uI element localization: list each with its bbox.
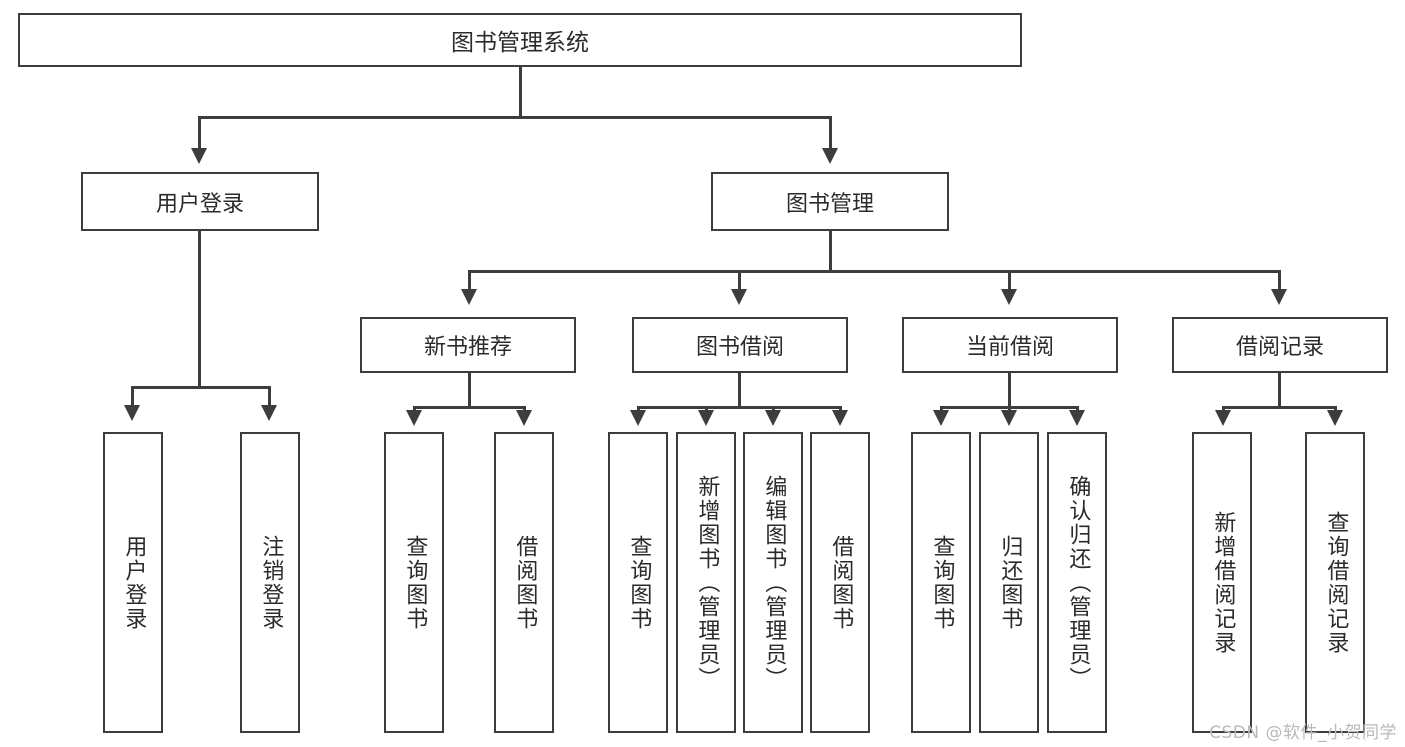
leaf-current-borrow-confirm[interactable]: 确认归还（管理员） xyxy=(1047,432,1107,733)
arrowhead-icon xyxy=(765,410,781,426)
arrowhead-icon xyxy=(516,410,532,426)
arrowhead-icon xyxy=(461,289,477,305)
edge-root-stem xyxy=(519,67,522,118)
edge-root-to-user-login xyxy=(198,116,201,151)
node-label: 归还图书 xyxy=(997,534,1023,631)
leaf-new-book-query[interactable]: 查询图书 xyxy=(384,432,444,733)
node-label: 编辑图书（管理员） xyxy=(761,474,787,691)
edge-book-borrow-bus xyxy=(637,406,841,409)
arrowhead-icon xyxy=(933,410,949,426)
leaf-current-borrow-return[interactable]: 归还图书 xyxy=(979,432,1039,733)
edge-new-book-stem xyxy=(468,373,471,408)
leaf-user-login-logout[interactable]: 注销登录 xyxy=(240,432,300,733)
leaf-borrow-record-query[interactable]: 查询借阅记录 xyxy=(1305,432,1365,733)
edge-root-to-book-manage xyxy=(829,116,832,151)
arrowhead-icon xyxy=(261,405,277,421)
node-label: 图书借阅 xyxy=(695,335,784,360)
leaf-user-login-login[interactable]: 用户登录 xyxy=(103,432,163,733)
edge-user-login-stem xyxy=(198,231,201,388)
arrowhead-icon xyxy=(191,148,207,164)
edge-new-book-bus xyxy=(413,406,525,409)
edge-book-borrow-stem xyxy=(738,373,741,408)
node-label: 新增借阅记录 xyxy=(1210,510,1236,655)
edge-book-manage-drop-3 xyxy=(1008,270,1011,292)
edge-book-manage-bus xyxy=(468,270,1280,273)
arrowhead-icon xyxy=(124,405,140,421)
arrowhead-icon xyxy=(1001,410,1017,426)
node-label: 查询图书 xyxy=(626,534,652,631)
edge-borrow-record-bus xyxy=(1222,406,1336,409)
edge-current-borrow-stem xyxy=(1008,373,1011,408)
node-label: 查询图书 xyxy=(929,534,955,631)
arrowhead-icon xyxy=(1069,410,1085,426)
watermark-text: CSDN @软件_小贺同学 xyxy=(1209,723,1397,743)
node-label: 用户登录 xyxy=(155,191,244,217)
leaf-new-book-borrow[interactable]: 借阅图书 xyxy=(494,432,554,733)
node-label: 借阅图书 xyxy=(512,534,538,631)
arrowhead-icon xyxy=(1001,289,1017,305)
leaf-book-borrow-query[interactable]: 查询图书 xyxy=(608,432,668,733)
node-label: 查询图书 xyxy=(402,534,428,631)
edge-user-login-drop-2 xyxy=(268,386,271,408)
node-book-management[interactable]: 图书管理 xyxy=(711,172,949,231)
leaf-book-borrow-borrow[interactable]: 借阅图书 xyxy=(810,432,870,733)
node-user-login[interactable]: 用户登录 xyxy=(81,172,319,231)
node-label: 图书管理系统 xyxy=(451,30,589,56)
edge-book-manage-drop-4 xyxy=(1278,270,1281,292)
leaf-book-borrow-edit[interactable]: 编辑图书（管理员） xyxy=(743,432,803,733)
node-borrow-record[interactable]: 借阅记录 xyxy=(1172,317,1388,373)
arrowhead-icon xyxy=(731,289,747,305)
node-label: 借阅图书 xyxy=(828,534,854,631)
arrowhead-icon xyxy=(1215,410,1231,426)
arrowhead-icon xyxy=(630,410,646,426)
node-label: 新书推荐 xyxy=(423,335,512,360)
arrowhead-icon xyxy=(698,410,714,426)
node-current-borrow[interactable]: 当前借阅 xyxy=(902,317,1118,373)
node-label: 当前借阅 xyxy=(965,335,1054,360)
arrowhead-icon xyxy=(1271,289,1287,305)
edge-root-bus xyxy=(198,116,832,119)
arrowhead-icon xyxy=(832,410,848,426)
node-label: 新增图书（管理员） xyxy=(694,474,720,691)
arrowhead-icon xyxy=(822,148,838,164)
node-label: 借阅记录 xyxy=(1235,335,1324,360)
node-label: 确认归还（管理员） xyxy=(1065,474,1091,691)
node-label: 注销登录 xyxy=(258,534,284,631)
node-label: 查询借阅记录 xyxy=(1323,510,1349,655)
leaf-borrow-record-add[interactable]: 新增借阅记录 xyxy=(1192,432,1252,733)
edge-book-manage-drop-1 xyxy=(468,270,471,292)
edge-user-login-drop-1 xyxy=(131,386,134,408)
edge-borrow-record-stem xyxy=(1278,373,1281,408)
node-book-borrow[interactable]: 图书借阅 xyxy=(632,317,848,373)
edge-book-manage-drop-2 xyxy=(738,270,741,292)
node-label: 图书管理 xyxy=(785,191,874,217)
edge-book-manage-stem xyxy=(829,231,832,272)
node-new-book-recommend[interactable]: 新书推荐 xyxy=(360,317,576,373)
arrowhead-icon xyxy=(1327,410,1343,426)
node-root-system[interactable]: 图书管理系统 xyxy=(18,13,1022,67)
leaf-book-borrow-add[interactable]: 新增图书（管理员） xyxy=(676,432,736,733)
node-label: 用户登录 xyxy=(121,534,147,631)
edge-user-login-bus xyxy=(131,386,268,389)
leaf-current-borrow-query[interactable]: 查询图书 xyxy=(911,432,971,733)
arrowhead-icon xyxy=(406,410,422,426)
